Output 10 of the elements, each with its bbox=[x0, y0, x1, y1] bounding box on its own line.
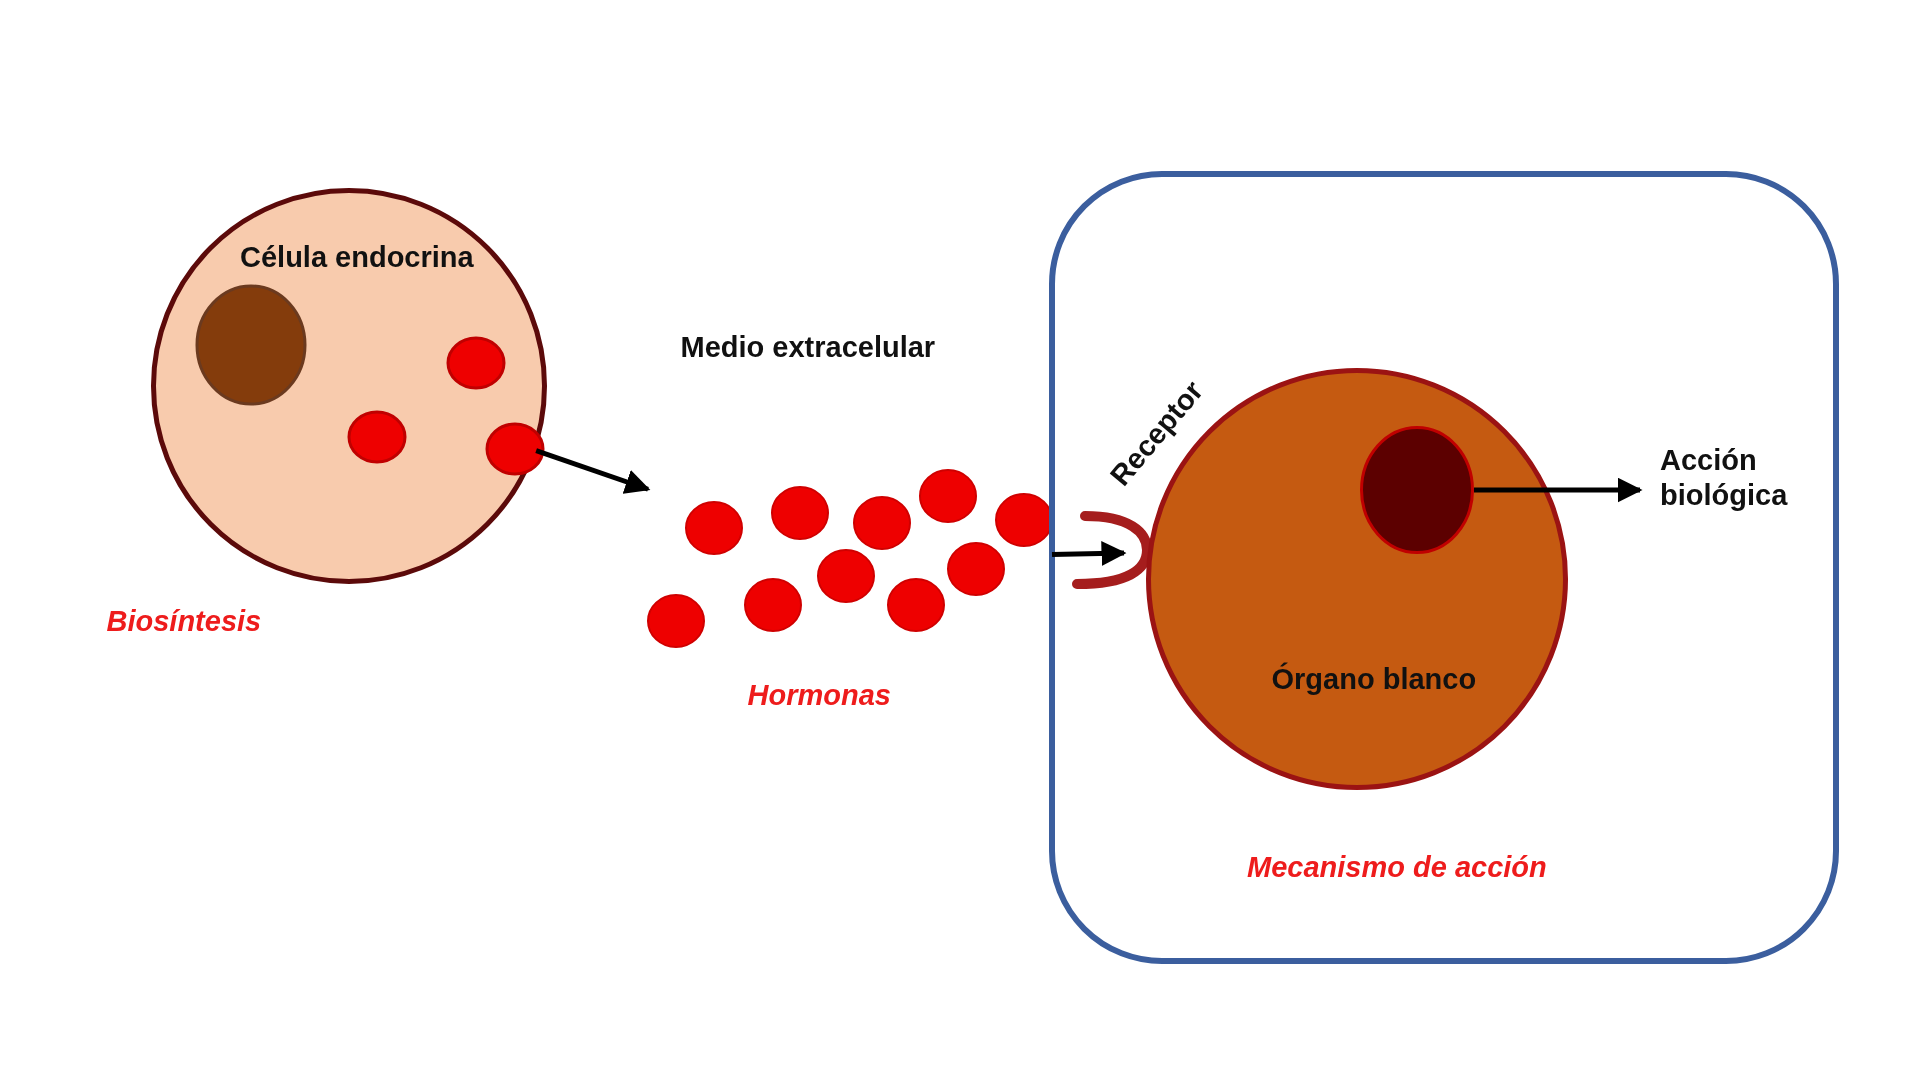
region-label: Medio extracelular bbox=[680, 330, 936, 365]
hormone-label: Hormonas bbox=[747, 678, 891, 713]
arrow bbox=[1474, 477, 1643, 503]
arrow bbox=[1051, 541, 1127, 566]
action-label: Acción biológica bbox=[1660, 443, 1789, 513]
panel-title: Mecanismo de acción bbox=[1247, 850, 1547, 885]
organ-label: Órgano blanco bbox=[1271, 662, 1477, 697]
cell-label: Célula endocrina bbox=[240, 240, 474, 275]
arrow bbox=[535, 448, 651, 494]
process-label: Biosíntesis bbox=[106, 604, 262, 639]
